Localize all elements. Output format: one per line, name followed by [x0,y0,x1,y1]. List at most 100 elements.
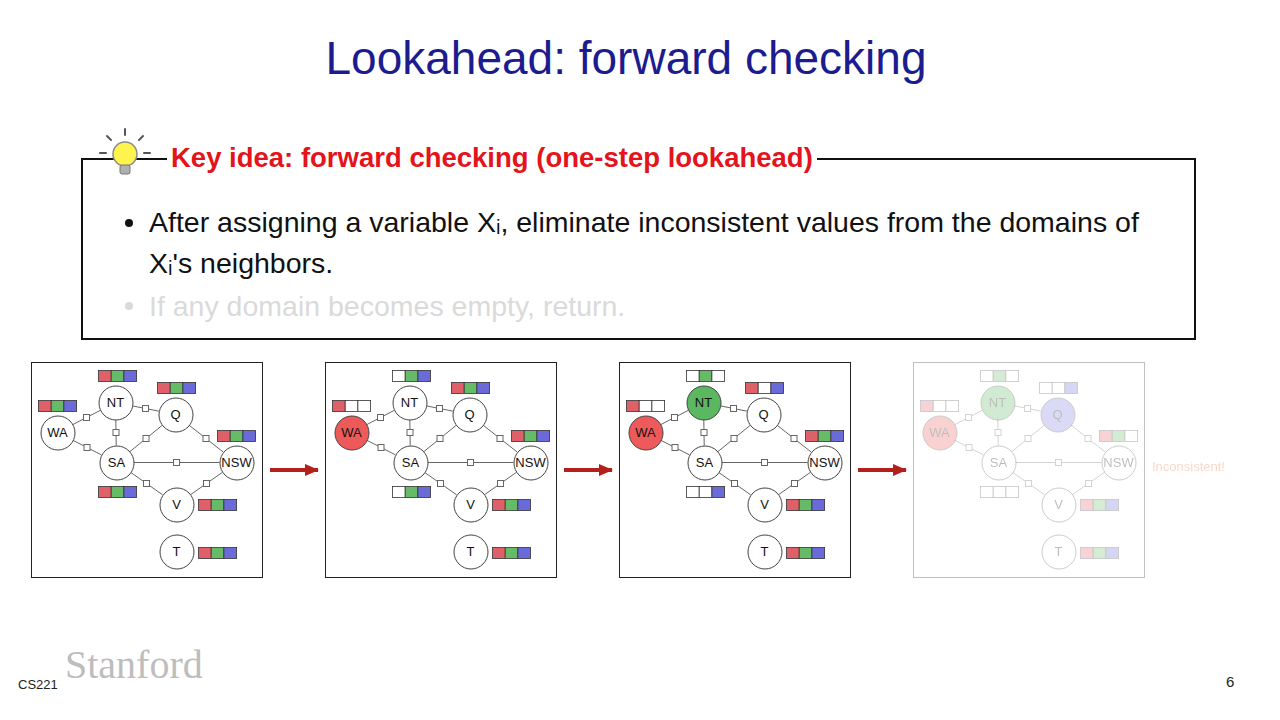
factor-marker [498,481,504,487]
constraint-edge [718,425,751,452]
edge-group [955,410,983,424]
variable-node: WA [40,415,76,451]
factor-marker [966,415,972,421]
factor-marker [1086,481,1092,487]
variable-name: WA [618,415,674,451]
domain-indicator [217,430,256,442]
edge-group [1016,460,1102,466]
domain-value [182,382,195,393]
variable-name: V [149,487,205,523]
domain-value [786,499,799,510]
transition-arrow [270,468,318,472]
variable-name: V [1031,487,1087,523]
domain-indicator [511,430,550,442]
domain-indicator [198,547,237,559]
constraint-edge [955,410,983,424]
factor-marker [174,460,180,466]
variable-name: WA [30,415,86,451]
variable-node: NSW [1101,445,1137,481]
constraint-edge [1012,425,1045,452]
variable-name: NSW [503,445,559,481]
variable-node: SA [99,445,135,481]
domain-value [405,486,418,497]
domain-value [1105,499,1118,510]
factor-marker [204,481,210,487]
variable-node: Q [1040,397,1076,433]
constraint-edge [1072,472,1104,495]
edge-group [424,425,457,452]
domain-indicator [492,499,531,511]
domain-value [211,547,224,558]
variable-node: SA [687,445,723,481]
variable-node: NSW [807,445,843,481]
domain-value [920,400,933,411]
factor-marker [468,460,474,466]
transition-arrow [564,468,612,472]
domain-value [745,382,758,393]
search-state-panel: Inconsistent!NTQWASANSWVT [913,362,1145,578]
edge-group [270,470,318,471]
edge-group [955,440,984,455]
edge-group [426,406,453,412]
variable-node: NT [686,385,722,421]
domain-indicator [38,400,77,412]
domain-value [123,486,136,497]
variable-name: V [737,487,793,523]
domain-value [711,486,724,497]
edge-group [484,472,516,495]
domain-value [111,486,124,497]
variable-node: NSW [513,445,549,481]
variable-name: Q [442,397,498,433]
factor-marker [792,481,798,487]
factor-marker [1025,436,1031,442]
domain-value [1052,382,1065,393]
bulb-glass [113,142,137,166]
variable-node: NT [98,385,134,421]
domain-indicator [686,370,725,382]
factor-marker [84,415,90,421]
domain-value [811,547,824,558]
edge-group [661,410,689,424]
constraint-edge [73,440,102,455]
variable-name: SA [677,445,733,481]
edge-group [1072,472,1104,495]
factor-marker [378,415,384,421]
variable-name: V [443,487,499,523]
bullet-marker [125,219,133,227]
edge-group [722,460,808,466]
edge-group [428,460,514,466]
domain-value [699,370,712,381]
domain-indicator [198,499,237,511]
bulb-ray [139,136,143,140]
domain-value [98,370,111,381]
domain-indicator [451,382,490,394]
domain-value [332,400,345,411]
domain-value [818,430,831,441]
variable-name: NT [676,385,732,421]
variable-node: V [1041,487,1077,523]
domain-indicator [98,370,137,382]
domain-value [405,370,418,381]
domain-value [799,499,812,510]
constraint-edge [720,406,747,411]
constraint-edge [367,440,396,455]
edge-group [134,460,220,466]
domain-value [524,430,537,441]
domain-value [1005,486,1018,497]
domain-value [517,547,530,558]
variable-name: NT [382,385,438,421]
domain-value [1064,382,1077,393]
variable-node: V [453,487,489,523]
slide-title: Lookahead: forward checking [0,28,1252,88]
edge-group [73,440,102,455]
variable-name: Q [1030,397,1086,433]
variable-name: T [149,534,205,570]
domain-indicator [332,400,371,412]
variable-node: SA [393,445,429,481]
domain-value [1112,430,1125,441]
domain-value [417,370,430,381]
domain-indicator [686,486,725,498]
factor-marker [732,481,738,487]
domain-value [476,382,489,393]
